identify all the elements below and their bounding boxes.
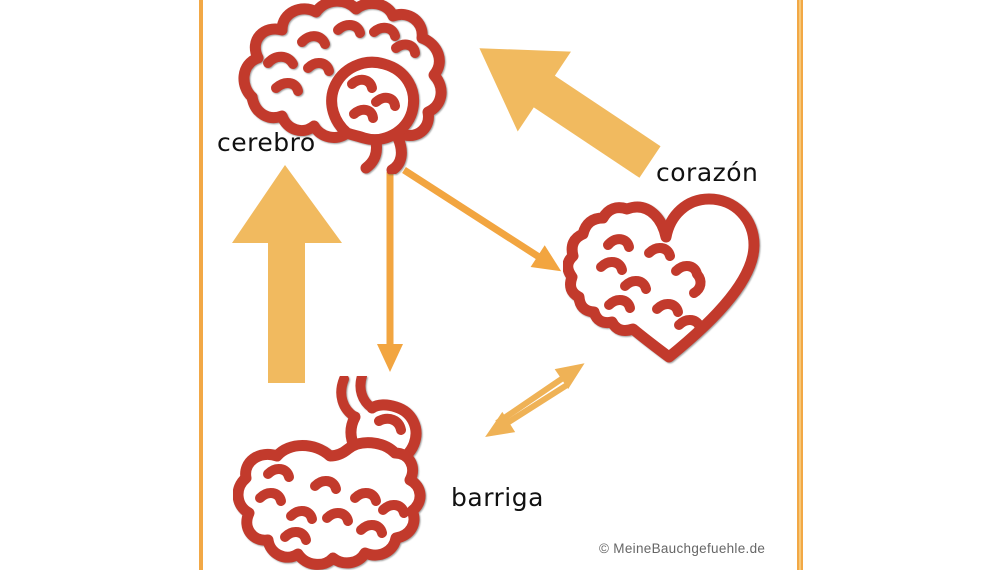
gut-icon (233, 376, 426, 570)
label-cerebro: cerebro (217, 128, 316, 157)
brain-icon (238, 0, 447, 174)
label-barriga: barriga (451, 483, 544, 512)
arrow-cerebro-to-corazon (402, 167, 562, 272)
heart-icon (563, 193, 760, 363)
label-corazon: corazón (656, 158, 759, 187)
arrow-corazon-to-barriga (485, 382, 569, 437)
arrow-barriga-to-corazon (495, 363, 585, 426)
arrow-cerebro-to-barriga (377, 172, 403, 372)
arrow-corazon-to-cerebro (479, 48, 661, 178)
frame-border-left (199, 0, 203, 570)
watermark-text: © MeineBauchgefuehle.de (599, 541, 766, 556)
frame-border-right (797, 0, 803, 570)
arrow-barriga-to-cerebro (232, 165, 342, 383)
